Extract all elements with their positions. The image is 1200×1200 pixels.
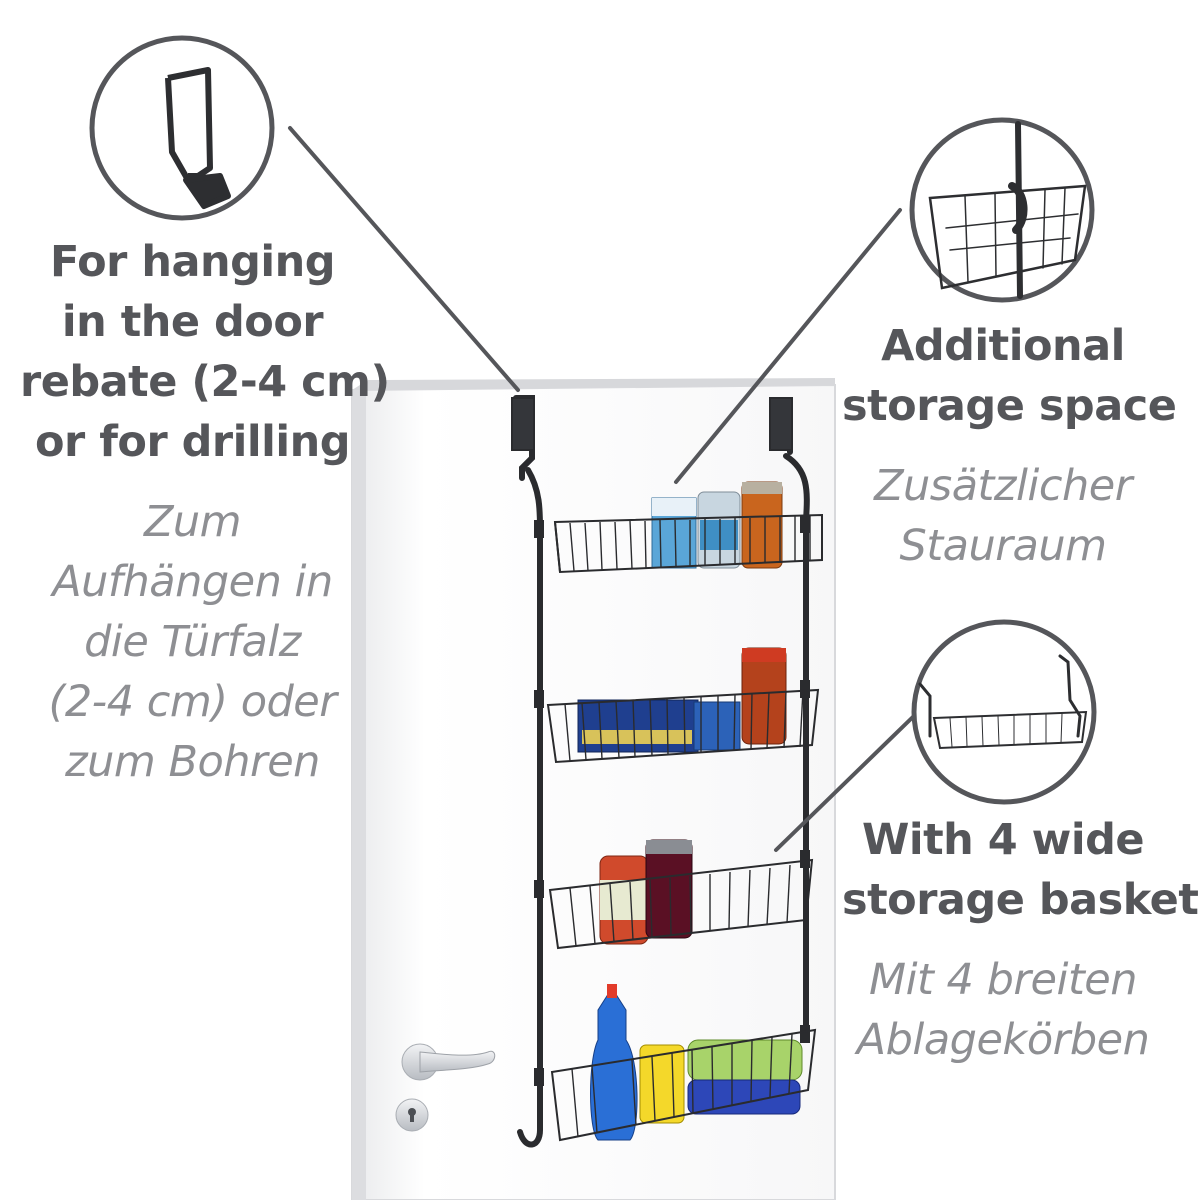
hanging-title-line: or for drilling	[35, 417, 350, 467]
keyhole-plate	[395, 1098, 429, 1132]
rack-frame	[511, 395, 810, 1148]
hanging-subtitle-line: die Türfalz	[84, 617, 301, 667]
basket-1-wires	[569, 516, 811, 572]
leader-line-storage	[674, 208, 902, 484]
baskets-subtitle-line: Mit 4 breiten	[868, 955, 1138, 1005]
storage-title-line: Additional	[881, 321, 1125, 371]
detail-circle-hook	[89, 35, 275, 221]
wide-basket-icon	[918, 654, 1088, 750]
basket-2	[546, 647, 820, 764]
hanging-title-line: in the door	[61, 297, 324, 347]
basket-3-wires	[569, 864, 791, 947]
basket-3	[548, 839, 814, 950]
baskets-title-line: storage baskets	[842, 875, 1200, 925]
leader-lines	[288, 126, 920, 852]
basket-4	[550, 984, 817, 1142]
baskets-title: With 4 wide storage baskets	[842, 810, 1200, 930]
door-handle	[401, 1043, 496, 1081]
door	[351, 378, 836, 1200]
storage-subtitle: Zusätzlicher Stauraum	[842, 456, 1164, 576]
basket-1	[553, 481, 823, 574]
detail-circle-basket	[909, 117, 1095, 303]
leader-line-hanging	[288, 126, 520, 392]
storage-subtitle-line: Stauraum	[899, 521, 1107, 571]
baskets-subtitle-line: Ablagekörben	[856, 1015, 1150, 1065]
storage-subtitle-line: Zusätzlicher	[874, 461, 1132, 511]
detail-circle-wide-basket	[911, 619, 1097, 805]
hanging-subtitle-line: Zum	[143, 497, 242, 547]
basket-4-wires	[571, 1033, 793, 1138]
storage-title-line: storage space	[842, 381, 1177, 431]
hanging-title: For hanging in the door rebate (2-4 cm) …	[20, 232, 390, 472]
leader-line-baskets	[774, 710, 920, 852]
basket-2-wires	[564, 689, 804, 762]
hanging-title-line: rebate (2-4 cm)	[20, 357, 390, 407]
hanging-subtitle: Zum Aufhängen in die Türfalz (2-4 cm) od…	[20, 492, 365, 792]
hanging-subtitle-line: Aufhängen in	[52, 557, 333, 607]
storage-title: Additional storage space	[842, 316, 1177, 436]
basket-bracket-icon	[928, 121, 1087, 299]
baskets-subtitle: Mit 4 breiten Ablagekörben	[842, 950, 1164, 1070]
hanging-subtitle-line: (2-4 cm) oder	[48, 677, 337, 727]
baskets-title-line: With 4 wide	[861, 815, 1145, 865]
door-hook-icon	[165, 67, 231, 209]
hanging-subtitle-line: zum Bohren	[65, 737, 320, 787]
hanging-title-line: For hanging	[49, 237, 336, 287]
